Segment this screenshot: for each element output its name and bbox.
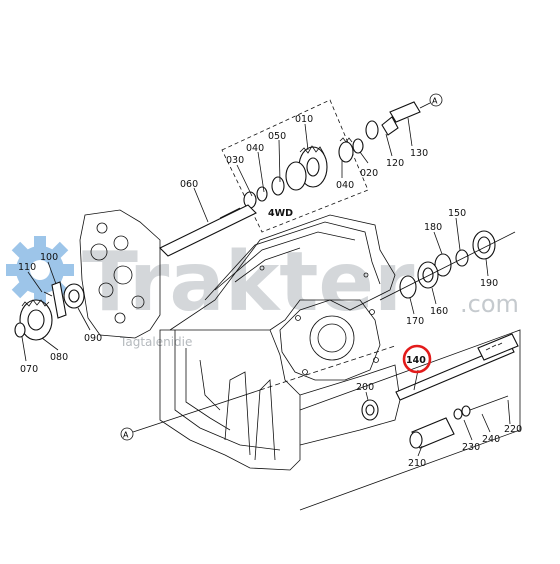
label-200: 200 xyxy=(356,382,374,393)
label-240: 240 xyxy=(482,434,500,445)
label-150: 150 xyxy=(448,208,466,219)
label-090: 090 xyxy=(84,333,102,344)
left-side-parts xyxy=(14,281,85,341)
leader-lines xyxy=(21,117,511,457)
label-080: 080 xyxy=(50,352,68,363)
label-030: 030 xyxy=(226,155,244,166)
label-070: 070 xyxy=(20,364,38,375)
label-010: 010 xyxy=(295,114,313,125)
label-210: 210 xyxy=(408,458,426,469)
label-060: 060 xyxy=(180,179,198,190)
callout-a-bottom: A xyxy=(123,431,129,440)
label-230: 230 xyxy=(462,442,480,453)
shaft-060 xyxy=(159,204,257,257)
label-170: 170 xyxy=(406,316,424,327)
right-side-parts xyxy=(379,230,516,301)
highlighted-part-140[interactable]: 140 xyxy=(402,344,432,374)
label-220: 220 xyxy=(504,424,522,435)
transmission-housing xyxy=(159,214,401,471)
front-cover-plate xyxy=(79,209,161,339)
highlight-ring xyxy=(402,344,432,374)
label-120: 120 xyxy=(386,158,404,169)
label-130: 130 xyxy=(410,148,428,159)
watermark-tagline: Tagtalenidie xyxy=(119,335,192,349)
watermark-suffix: .com xyxy=(460,290,519,318)
4wd-group: 4WD xyxy=(221,99,369,233)
label-190: 190 xyxy=(480,278,498,289)
callout-a-top: A xyxy=(432,97,438,106)
label-040a: 040 xyxy=(246,143,264,154)
label-180: 180 xyxy=(424,222,442,233)
watermark-brand: Trakter xyxy=(82,235,415,330)
label-020: 020 xyxy=(360,168,378,179)
part-120-130-group: A xyxy=(365,93,443,140)
label-110: 110 xyxy=(18,262,36,273)
box-label-4wd: 4WD xyxy=(268,208,293,219)
label-140: 140 xyxy=(406,355,426,366)
part-labels: 030 040 050 010 040 020 120 130 060 100 … xyxy=(18,114,522,469)
label-050: 050 xyxy=(268,131,286,142)
label-100: 100 xyxy=(40,252,58,263)
label-040b: 040 xyxy=(336,180,354,191)
watermark: Trakter .com Tagtalenidie xyxy=(6,235,519,349)
label-160: 160 xyxy=(430,306,448,317)
